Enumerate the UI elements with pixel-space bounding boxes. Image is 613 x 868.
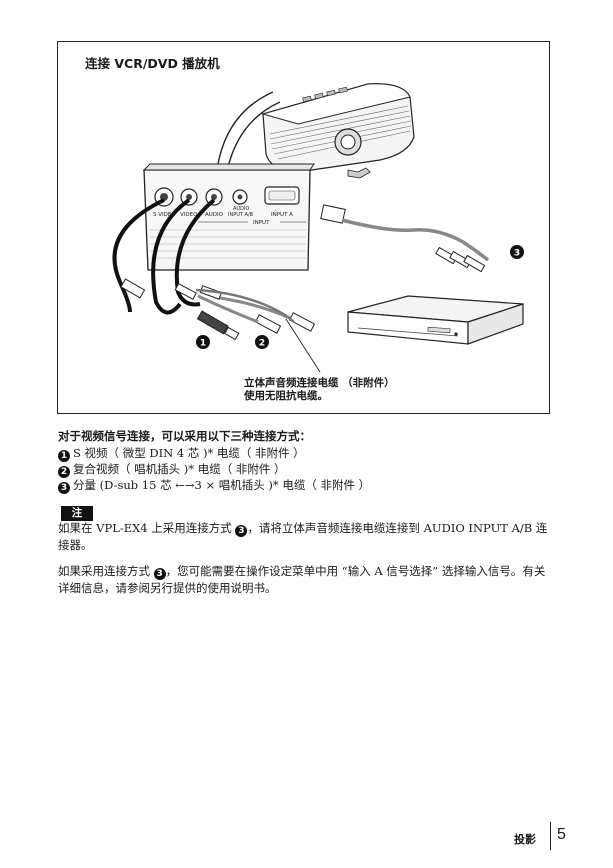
label-audio: AUDIO [205, 212, 224, 218]
note-label: 注 [61, 506, 93, 521]
method-2-number: 2 [58, 466, 70, 478]
marker-3: 3 [510, 245, 524, 259]
connection-diagram: S VIDEO VIDEO AUDIO AUDIO INPUT A/B INPU… [112, 83, 524, 373]
label-s-video: S VIDEO [153, 212, 176, 218]
footer-section: 投影 [514, 833, 536, 846]
method-1-text: S 视频（ 微型 DIN 4 芯 )* 电缆（ 非附件 ） [73, 446, 305, 460]
page-number: 5 [557, 826, 566, 843]
cable-callout: 立体声音频连接电缆 （非附件） 使用无阻抗电缆。 [244, 377, 395, 403]
note-1-number: 3 [235, 525, 248, 537]
note-paragraph-1: 如果在 VPL-EX4 上采用连接方式 3，请将立体声音频连接电缆连接到 AUD… [58, 521, 548, 552]
label-audio-ab-1: AUDIO [233, 206, 249, 212]
label-input: INPUT [253, 220, 270, 226]
note-2-number: 3 [153, 568, 166, 580]
label-audio-ab-2: INPUT A/B [228, 212, 254, 218]
footer-divider [550, 822, 551, 850]
method-1-number: 1 [58, 450, 70, 462]
figure-title: 连接 VCR/DVD 播放机 [85, 56, 220, 71]
method-3-number: 3 [58, 482, 70, 494]
label-video: VIDEO [180, 212, 198, 218]
method-3-text: 分量 (D-sub 15 芯 ←→3 × 唱机插头 )* 电缆（ 非附件 ） [73, 478, 371, 492]
dvd-player-illustration [347, 295, 524, 345]
input-panel: S VIDEO VIDEO AUDIO AUDIO INPUT A/B INPU… [142, 163, 315, 271]
callout-line-1: 立体声音频连接电缆 （非附件） [244, 377, 395, 389]
s-video-plug [120, 278, 240, 341]
marker-2: 2 [255, 335, 269, 349]
note-paragraph-2: 如果采用连接方式 3，您可能需要在操作设定菜单中用 “输入 A 信号选择” 选择… [58, 564, 546, 595]
callout-line-2: 使用无阻抗电缆。 [244, 390, 328, 402]
method-2-text: 复合视频（ 唱机插头 )* 电缆（ 非附件 ） [73, 462, 286, 476]
intro-heading: 对于视频信号连接，可以采用以下三种连接方式： [58, 429, 311, 443]
connection-figure: 连接 VCR/DVD 播放机 [57, 41, 550, 414]
label-input-a: INPUT A [271, 212, 293, 218]
projector-illustration [261, 83, 415, 179]
svg-text:1: 1 [200, 339, 206, 349]
marker-1: 1 [196, 335, 210, 349]
svg-text:3: 3 [514, 249, 520, 259]
svg-text:2: 2 [259, 339, 265, 349]
